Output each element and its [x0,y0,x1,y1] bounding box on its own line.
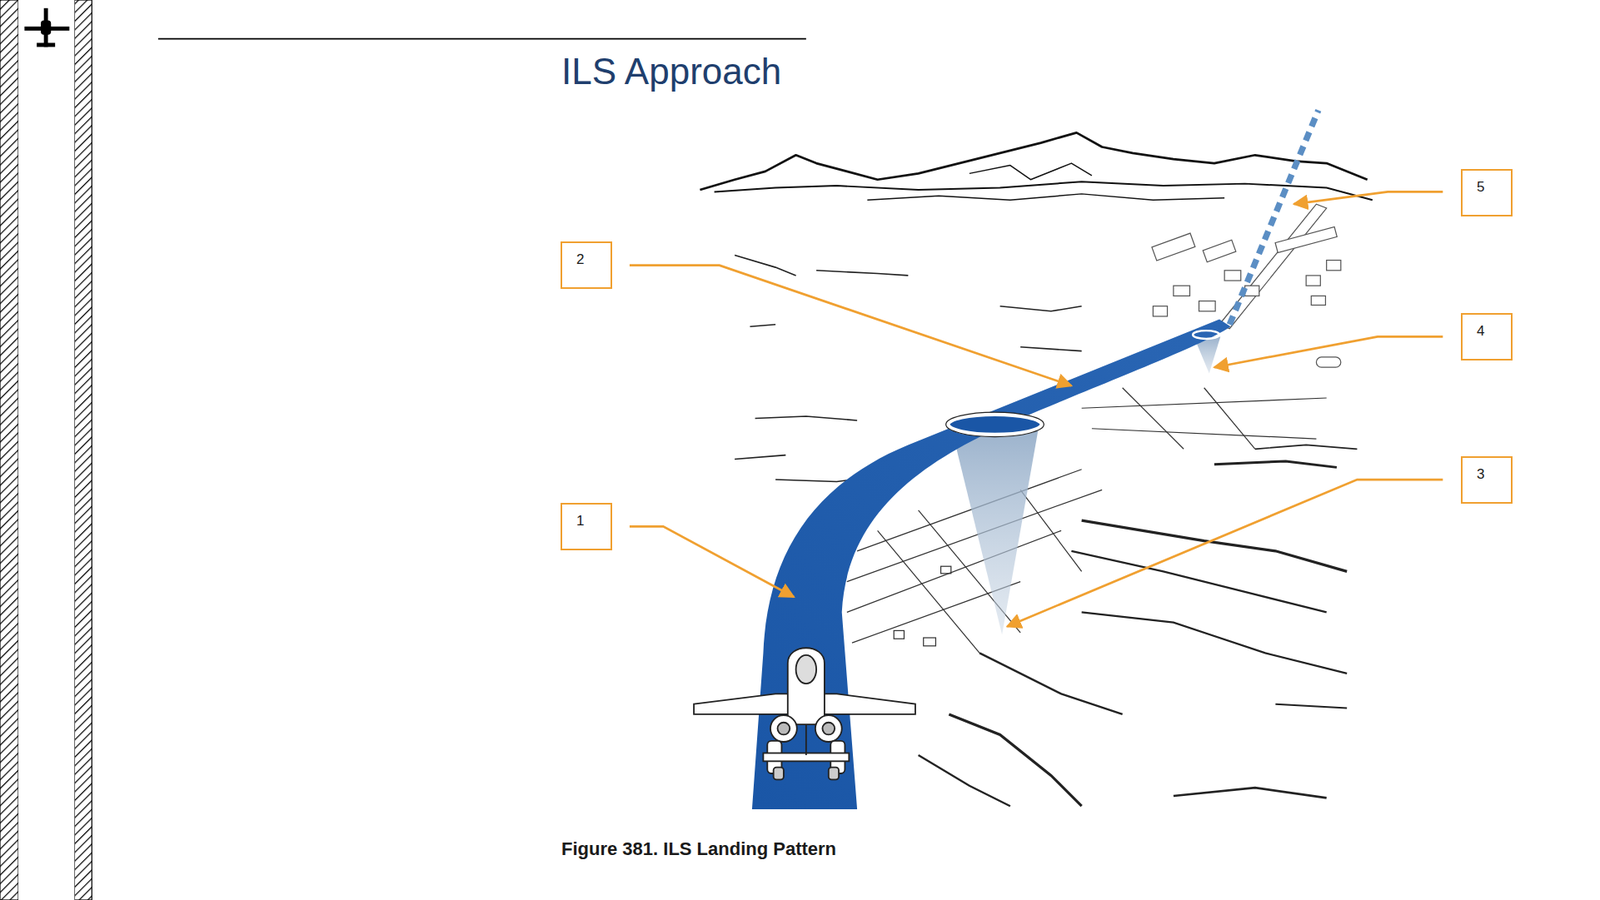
marker-beacon-cone [951,426,1039,635]
callout-box: 2 [560,241,613,290]
town-grid [847,388,1327,654]
middle-marker-ring [1192,330,1220,339]
mountains [699,132,1372,200]
callout-box: 5 [1460,169,1513,217]
outer-marker-ring [946,412,1045,437]
header-rule [158,38,807,40]
callout-number: 2 [576,251,603,269]
aircraft-figure [693,647,916,780]
page-title: ILS Approach [561,49,782,94]
callout-box: 1 [560,503,613,551]
figure-caption: Figure 381. ILS Landing Pattern [561,838,837,861]
callout-box: 4 [1460,313,1513,361]
callout-number: 4 [1476,323,1503,340]
outer-marker-ring [947,414,1042,436]
leader-lines [629,191,1443,627]
callout-number: 3 [1476,466,1503,484]
aircraft-icon [24,8,70,48]
callout-number: 1 [576,513,603,530]
callout-box: 3 [1460,456,1513,504]
extended-centerline [1229,109,1319,324]
callout-number: 5 [1476,179,1503,196]
approach-path [752,319,1232,810]
page-border [0,0,92,900]
